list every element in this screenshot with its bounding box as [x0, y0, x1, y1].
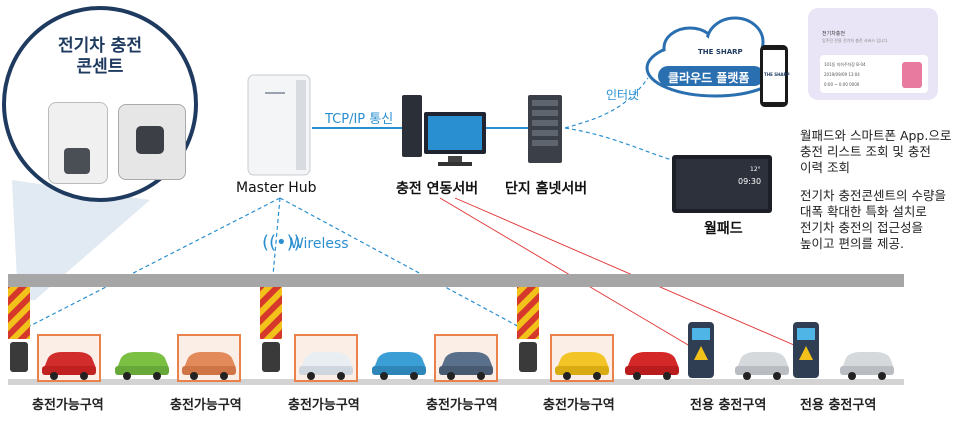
callout-beam: [12, 180, 150, 300]
wifi-icon: ((•)): [262, 232, 301, 253]
cloud-brand: THE SHARP: [698, 48, 743, 56]
internet-label: 인터넷: [606, 88, 640, 102]
phone-brand: THE SHARP: [764, 72, 790, 77]
wall-outlet-2: [262, 342, 280, 372]
outlet-device-front: [48, 102, 108, 184]
zone-label-6: 전용 충전구역: [690, 398, 767, 413]
app-card-title: 전기차충전: [822, 31, 846, 37]
smartphone: [760, 45, 788, 107]
pillar-2: [260, 287, 282, 339]
wireless-link-3: [279, 197, 526, 331]
app-card-line3: 0:00 ~ 0:00 0000: [824, 82, 860, 87]
charge-server-label: 충전 연동서버: [396, 181, 479, 197]
outlet-socket-open: [136, 126, 164, 154]
zone-label-4: 충전가능구역: [426, 398, 498, 413]
charge-server-pc: [402, 95, 486, 166]
wireless-link-2: [267, 197, 281, 331]
pillar-1: [8, 287, 30, 339]
wallpad-device: [672, 155, 772, 213]
master-hub-label: Master Hub: [236, 180, 317, 196]
wall-outlet-3: [519, 342, 537, 372]
wallpad-time: 09:30: [738, 177, 762, 186]
tcp-label: TCP/IP 통신: [325, 112, 394, 127]
zone-label-5: 충전가능구역: [543, 398, 615, 413]
cars: [42, 352, 894, 380]
pillar-3: [517, 287, 539, 339]
app-card: [808, 8, 938, 100]
wireless-label: Wireless: [290, 236, 349, 252]
app-card-line1: 101동 지하주차장 B-04: [824, 62, 866, 67]
master-hub-device: [247, 74, 311, 176]
wireless-link-1: [21, 197, 281, 331]
zone-label-2: 충전가능구역: [170, 398, 242, 413]
wallpad-link: [564, 127, 673, 161]
wallpad-label: 월패드: [704, 221, 743, 237]
zone-label-1: 충전가능구역: [32, 398, 104, 413]
outlet-title: 전기차 충전 콘센트: [57, 36, 143, 77]
zone-label-3: 충전가능구역: [288, 398, 360, 413]
feature-description-2: 전기차 충전콘센트의 수량을 대폭 확대한 특화 설치로 전기차 충전의 접근성…: [800, 188, 946, 251]
homenet-server-label: 단지 홈넷서버: [505, 181, 588, 197]
ceiling-beam: [8, 274, 904, 287]
cloud-label: 클라우드 플랫폼: [668, 71, 750, 85]
internet-link: [564, 77, 649, 129]
app-card-line2: 2019/09/09 13:04: [824, 72, 860, 77]
cloud-shape: [645, 16, 785, 98]
outlet-callout: 전기차 충전 콘센트: [2, 6, 198, 202]
feature-description-1: 월패드와 스마트폰 App.으로 충전 리스트 조회 및 충전 이력 조회: [800, 128, 952, 175]
zone-label-7: 전용 충전구역: [800, 398, 877, 413]
outlet-socket-front: [64, 148, 90, 174]
wall-outlet-1: [10, 342, 28, 372]
app-card-subtitle: 입주민 전용 전기차 충전 서비스 입니다.: [822, 38, 889, 43]
homenet-server-rack: [528, 95, 562, 163]
wallpad-temp: 12°: [750, 166, 761, 173]
